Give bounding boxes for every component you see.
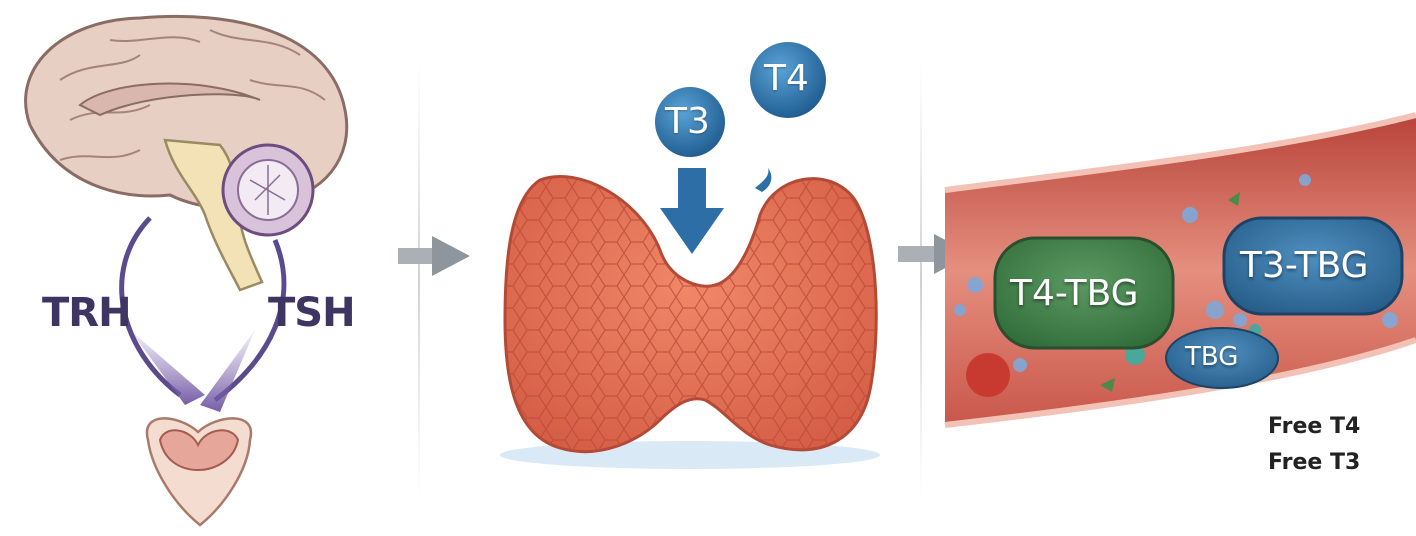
brain-illustration bbox=[26, 16, 347, 290]
red-blood-cell bbox=[966, 353, 1010, 397]
tbg-label: TBG bbox=[1185, 342, 1238, 372]
t3-tbg-label: T3-TBG bbox=[1240, 245, 1369, 286]
tsh-label: TSH bbox=[268, 290, 355, 336]
free-t3-label: Free T3 bbox=[1268, 450, 1360, 475]
trh-flow bbox=[130, 330, 205, 405]
divider-left bbox=[418, 60, 420, 500]
trh-label: TRH bbox=[42, 290, 131, 336]
t4-tbg-label: T4-TBG bbox=[1010, 273, 1139, 314]
arrow-right-icon-1 bbox=[398, 236, 470, 276]
droplet-icon bbox=[755, 168, 771, 192]
pituitary-illustration bbox=[147, 418, 251, 525]
free-t4-label: Free T4 bbox=[1268, 414, 1360, 439]
t3-bubble-label: T3 bbox=[665, 101, 710, 142]
t4-bubble-label: T4 bbox=[764, 58, 809, 99]
secretion-arrow-icon bbox=[660, 168, 724, 254]
divider-right bbox=[920, 60, 922, 500]
